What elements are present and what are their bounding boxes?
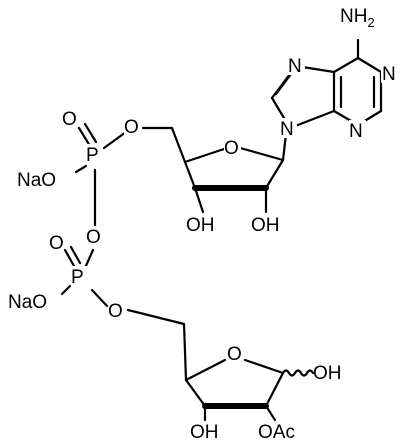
adenine-bonds [270, 38, 383, 130]
o-5prime-upper: O [124, 117, 139, 138]
p1-oxo-oxygen: O [62, 109, 77, 130]
p1-ona-label: NaO [17, 170, 56, 191]
oh-3prime-lower: OH [190, 422, 219, 443]
upper-ribose-bonds [141, 126, 288, 214]
lower-ribose-bonds [126, 308, 315, 422]
p2-ona-label: NaO [8, 292, 47, 313]
oh-3prime-upper: OH [186, 215, 215, 236]
ribose2-ring-oxygen: O [227, 344, 242, 365]
atom-labels: NH2 N N N N O O P O NaO O P O NaO O O OH… [8, 6, 398, 443]
n1-label: N [382, 64, 396, 85]
p1-label: P [86, 145, 99, 166]
phosphate-bonds [60, 122, 128, 308]
n9-label: N [280, 119, 294, 140]
o-5prime-lower: O [108, 301, 123, 322]
n7-label: N [288, 56, 302, 77]
n3-label: N [349, 121, 363, 142]
oac-label: OAc [258, 422, 295, 443]
ribose1-ring-oxygen: O [224, 138, 239, 159]
oh-2prime-upper: OH [251, 215, 280, 236]
oh-anomeric: OH [313, 363, 342, 384]
p2-oxo-oxygen: O [49, 233, 64, 254]
p2-label: P [71, 267, 84, 288]
bridge-oxygen: O [86, 227, 101, 248]
nh2-label: NH2 [340, 6, 375, 30]
